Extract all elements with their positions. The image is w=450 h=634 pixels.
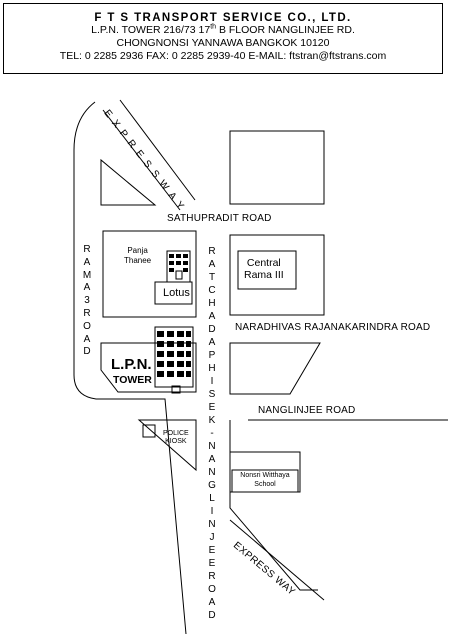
central-line-1: Central: [246, 257, 281, 269]
school-line-2: School: [254, 480, 276, 488]
block-police-kiosk: [137, 419, 197, 472]
police-kiosk-box: [142, 424, 156, 438]
address-line-start: L.P.N. TOWER 216/73 17: [91, 24, 211, 36]
ratchadaphisek-letter: C: [208, 285, 216, 296]
block-right-middle: [229, 342, 321, 395]
ratchadaphisek-letter: R: [208, 246, 216, 257]
ratchadaphisek-letter: -: [210, 428, 214, 439]
block-top-middle: [170, 102, 198, 128]
lpn-tower-windows: [157, 331, 191, 377]
rama3-letter: D: [83, 346, 91, 358]
rama3-letter: A: [83, 282, 91, 294]
lpn-tower-door: [171, 385, 181, 394]
ratchadaphisek-letter: O: [208, 584, 216, 595]
ratchadaphisek-letter: P: [208, 350, 216, 361]
lotus-label: Lotus: [163, 287, 190, 299]
ratchadaphisek-letter: A: [208, 311, 216, 322]
rama3-letter: R: [83, 307, 91, 319]
ratchadaphisek-letter: E: [208, 545, 216, 556]
panja-thanee-label: Panja Thanee: [124, 246, 151, 266]
ratchadaphisek-letter: J: [209, 532, 215, 543]
ratchadaphisek-letter: G: [208, 480, 216, 491]
panja-line-1: Panja: [127, 246, 148, 255]
panja-building: [169, 254, 188, 272]
ratchadaphisek-letter: A: [208, 259, 216, 270]
panja-line-2: Thanee: [124, 256, 152, 265]
contact-line: TEL: 0 2285 2936 FAX: 0 2285 2939-40 E-M…: [59, 50, 387, 62]
school-sign: [231, 469, 299, 493]
ratchadaphisek-letter: H: [208, 363, 216, 374]
rama3-letter: 3: [84, 295, 90, 307]
ratchadaphisek-letter: T: [208, 272, 216, 283]
block-triangle-top: [100, 158, 157, 206]
tower-label: TOWER: [113, 374, 152, 386]
police-kiosk-label: POLICE KIOSK: [163, 430, 189, 446]
sathupradit-road-label: SATHUPRADIT ROAD: [167, 213, 272, 224]
central-line-2: Rama III: [244, 269, 284, 281]
ratchadaphisek-letter: A: [208, 454, 216, 465]
ratchadaphisek-letter: E: [208, 558, 216, 569]
address-line: L.P.N. TOWER 216/73 17th B FLOOR NANGLIN…: [4, 24, 442, 37]
address-line-end: B FLOOR NANGLINJEE RD.: [216, 24, 355, 36]
expressway-top-edge-left: [102, 109, 181, 211]
nanglinjee-road-label: NANGLINJEE ROAD: [258, 405, 356, 416]
ratchadaphisek-letter: K: [208, 415, 216, 426]
lpn-label: L.P.N.: [111, 356, 152, 373]
block-top-right: [229, 130, 325, 205]
lpn-tower-building: [154, 326, 194, 388]
rama3-letter: R: [83, 244, 91, 255]
rama3-letter: A: [83, 256, 91, 268]
lotus-box: [154, 281, 193, 305]
ratchadaphisek-right-edge: [229, 420, 318, 591]
floor-suffix: th: [210, 23, 217, 31]
ratchadaphisek-letter: N: [208, 519, 216, 530]
central-rama-label: Central Rama III: [244, 257, 284, 281]
expressway-bottom-edge: [229, 519, 325, 601]
rama3-letter: A: [83, 333, 91, 345]
police-line-2: KIOSK: [165, 438, 187, 445]
ratchadaphisek-letter: D: [208, 324, 216, 335]
ratchadaphisek-letter: I: [210, 506, 214, 517]
company-name: F T S TRANSPORT SERVICE CO., LTD.: [94, 12, 352, 24]
block-panja-thanee: [102, 230, 197, 318]
police-line-1: POLICE: [163, 430, 189, 437]
central-rama-building: [237, 250, 297, 290]
ratchadaphisek-letter: S: [208, 389, 216, 400]
rama3-letter: O: [83, 320, 91, 332]
ratchadaphisek-letter: A: [208, 597, 216, 608]
expressway-top-edge-right: [119, 99, 196, 201]
rama3-letter: M: [82, 269, 92, 281]
ratchadaphisek-letter: E: [208, 402, 216, 413]
school-label: Nonsri Witthaya School: [236, 472, 294, 489]
ratchadaphisek-letter: H: [208, 298, 216, 309]
school-line-1: Nonsri Witthaya: [240, 472, 290, 479]
panja-building-door: [175, 270, 183, 280]
ratchadaphisek-letter: D: [208, 610, 216, 621]
ratchadaphisek-letter: N: [208, 467, 216, 478]
ratchadaphisek-letter: A: [208, 337, 216, 348]
city-line: CHONGNONSI YANNAWA BANGKOK 10120: [116, 37, 330, 49]
block-central-rama: [229, 234, 325, 316]
ratchadaphisek-letter: I: [210, 376, 214, 387]
naradhivas-road-label: NARADHIVAS RAJANAKARINDRA ROAD: [235, 322, 431, 333]
company-header: F T S TRANSPORT SERVICE CO., LTD. L.P.N.…: [3, 3, 443, 74]
ratchadaphisek-letter: N: [208, 441, 216, 452]
ratchadaphisek-letter: R: [208, 571, 216, 582]
ratchadaphisek-letter: L: [209, 493, 215, 504]
rama3-road-edge: [73, 101, 187, 634]
